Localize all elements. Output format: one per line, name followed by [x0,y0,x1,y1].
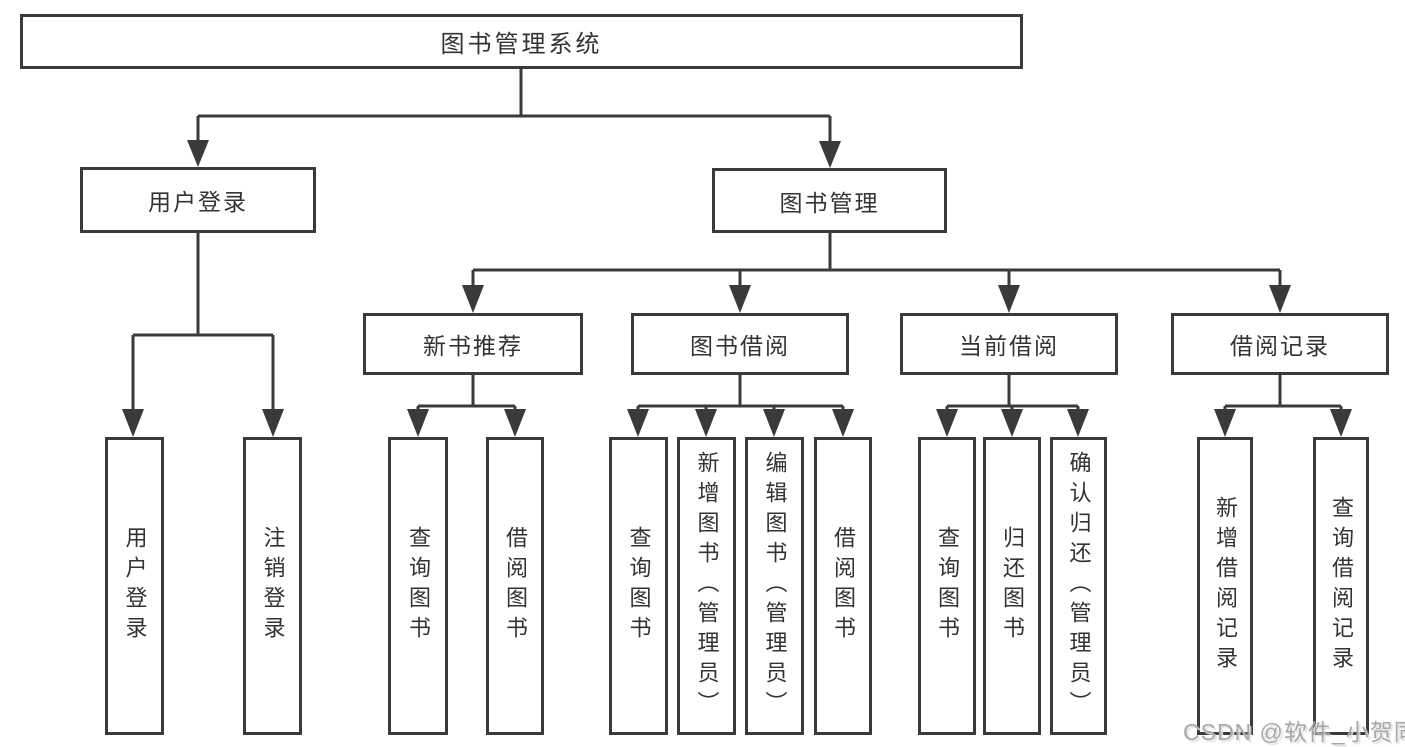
leaf-user-login: 用户登录 [105,437,164,735]
leaf-query-books-current: 查询图书 [918,437,976,735]
csdn-watermark: CSDN @软件_小贺同学 [1183,719,1405,745]
leaf-query-books-recommend: 查询图书 [388,437,448,735]
node-borrowing-records: 借阅记录 [1171,313,1389,375]
leaf-borrow-books-recommend: 借阅图书 [486,437,544,735]
leaf-add-borrow-record: 新增借阅记录 [1197,437,1253,735]
leaf-return-books: 归还图书 [983,437,1041,735]
node-current-borrowing: 当前借阅 [900,313,1118,375]
leaf-confirm-return-admin: 确认归还（管理员） [1050,437,1107,735]
leaf-query-books-borrowing: 查询图书 [609,437,668,735]
leaf-add-books-admin: 新增图书（管理员） [677,437,736,735]
node-book-management: 图书管理 [712,168,947,233]
node-new-book-recommend: 新书推荐 [363,313,583,375]
node-book-borrowing: 图书借阅 [631,313,849,375]
leaf-borrow-books-borrowing: 借阅图书 [814,437,872,735]
leaf-query-borrow-record: 查询借阅记录 [1313,437,1369,735]
leaf-logout: 注销登录 [243,437,302,735]
node-library-system: 图书管理系统 [20,14,1023,69]
node-user-login: 用户登录 [80,167,316,233]
leaf-edit-books-admin: 编辑图书（管理员） [745,437,804,735]
